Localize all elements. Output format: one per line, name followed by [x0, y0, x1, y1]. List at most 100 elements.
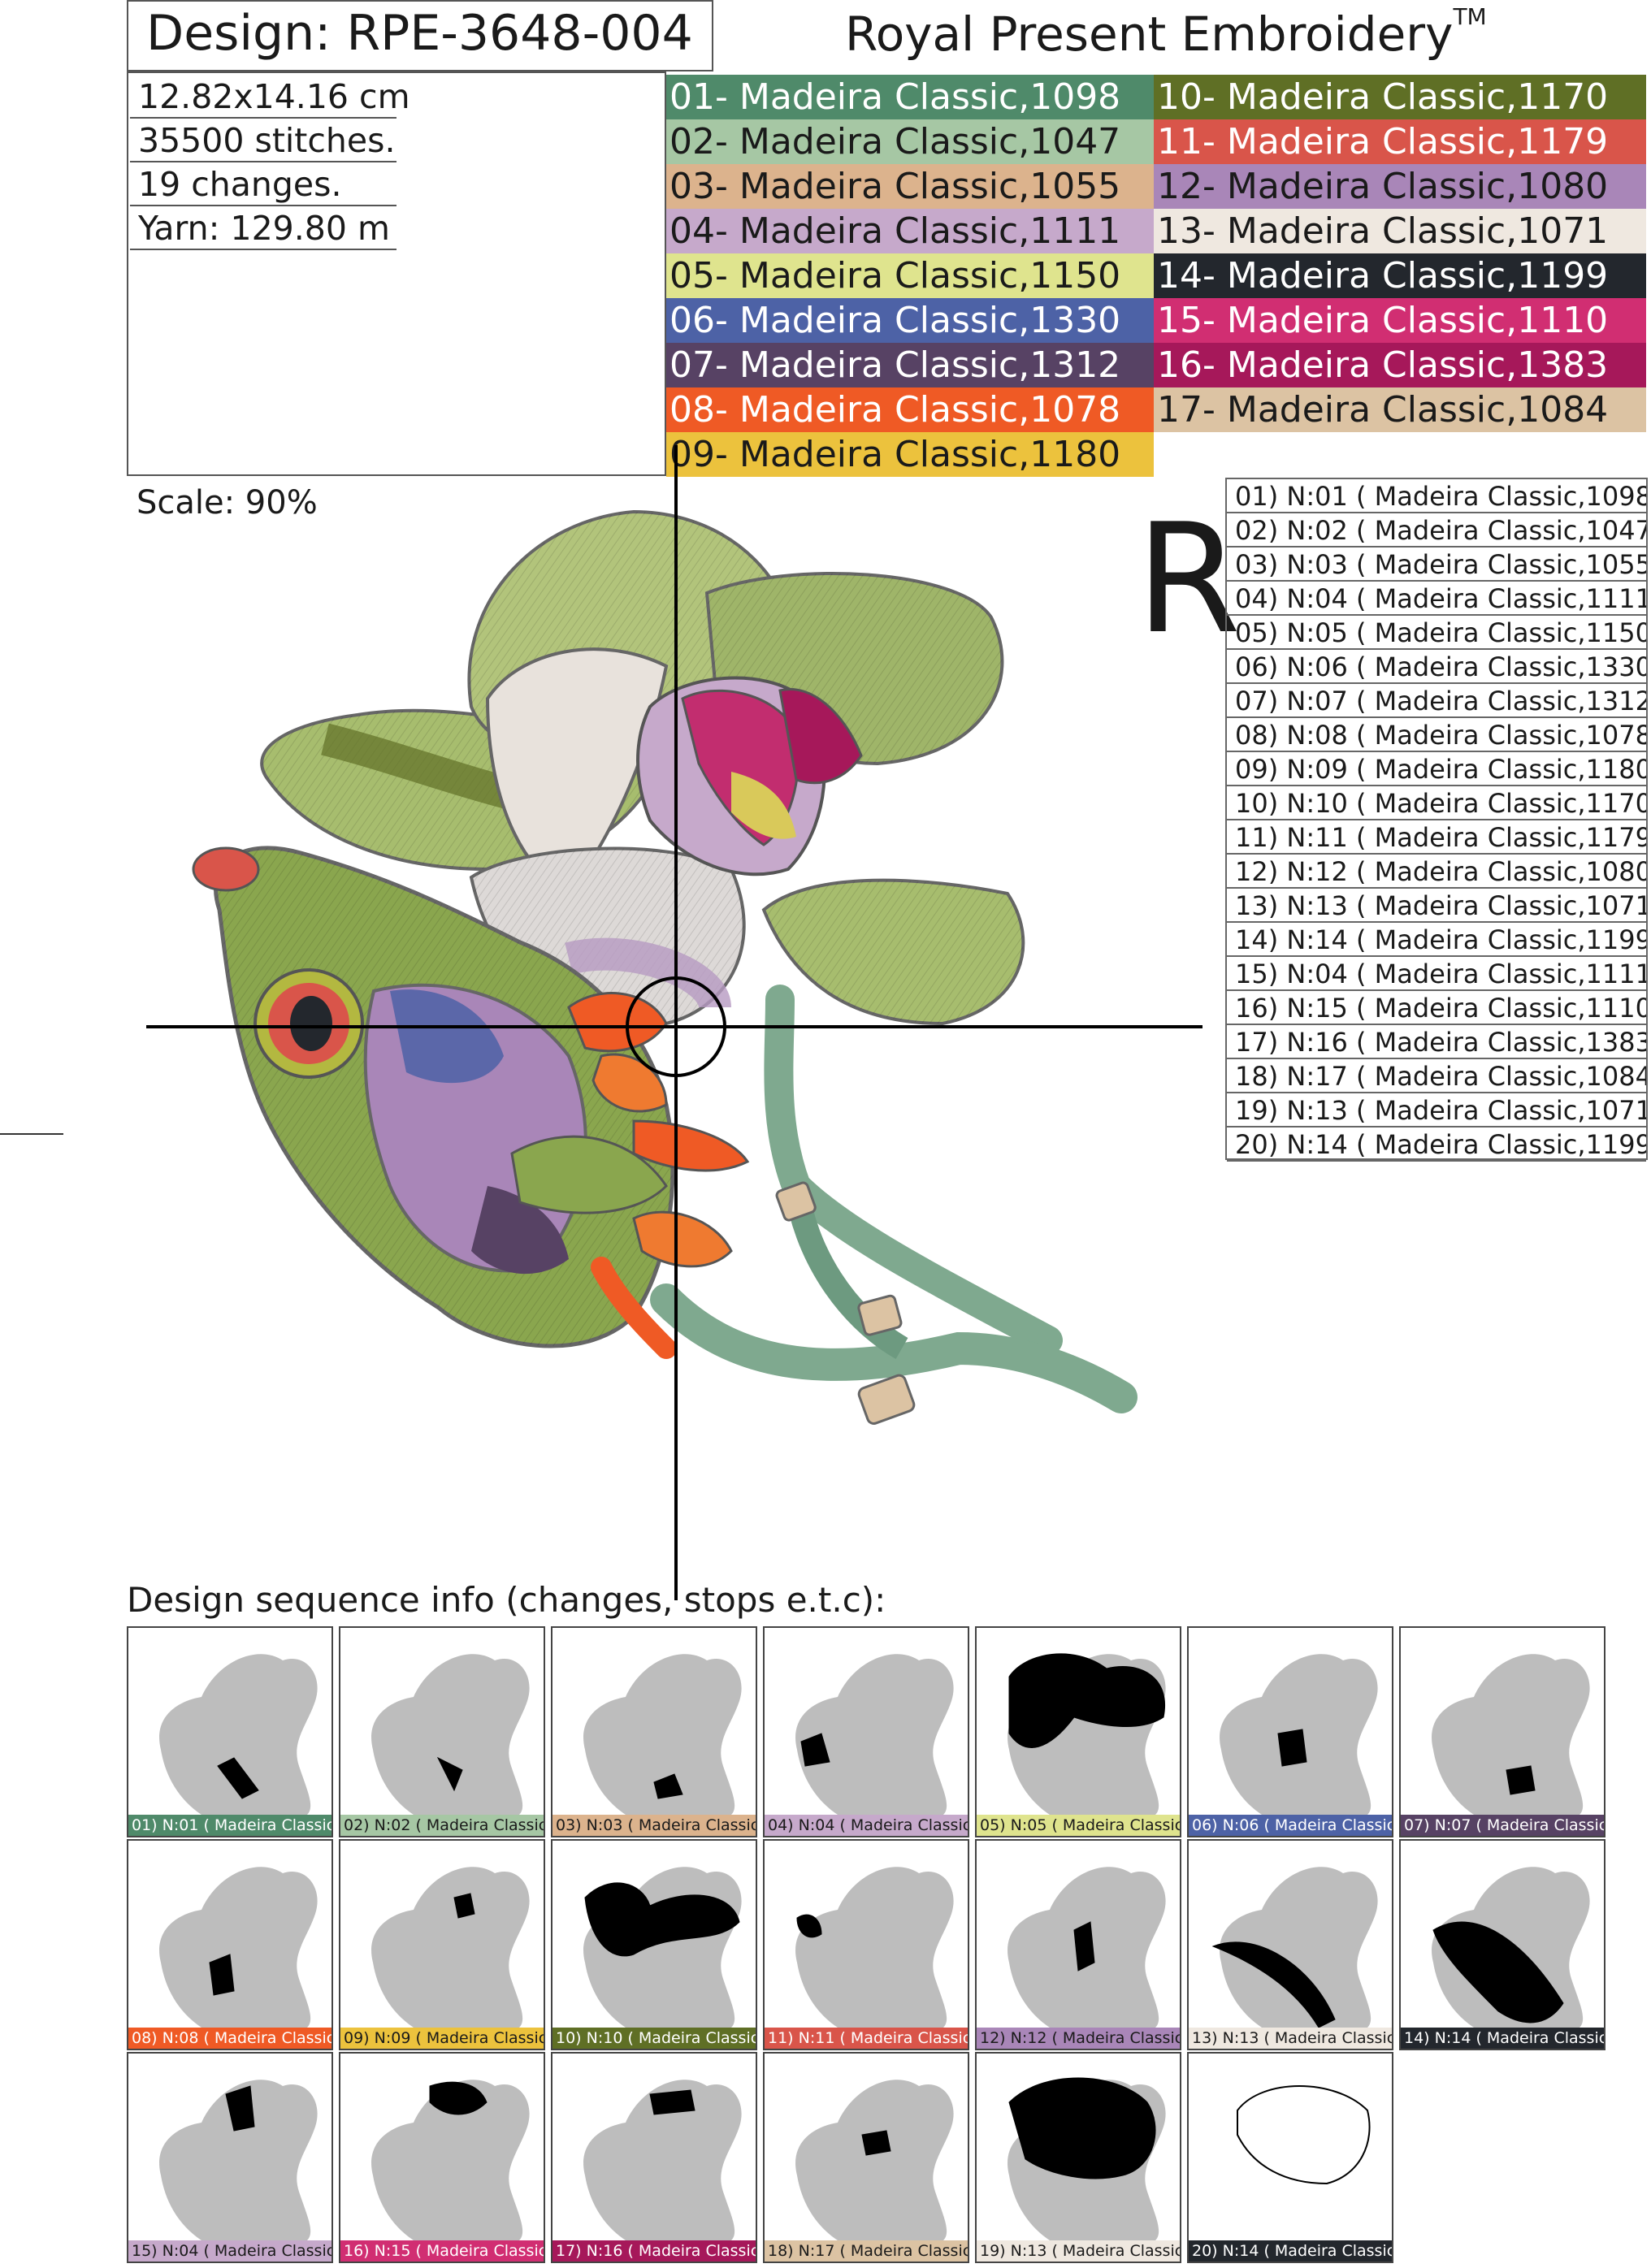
sequence-row: 02) N:02 ( Madeira Classic,1047) — [1227, 513, 1646, 548]
color-swatch: 07- Madeira Classic,1312 — [666, 343, 1154, 387]
brand-name: Royal Present EmbroideryTM — [845, 3, 1487, 62]
sequence-thumbnail: 19) N:13 ( Madeira Classic,1 — [975, 2052, 1181, 2263]
thumbnail-stitch-area — [225, 2085, 255, 2132]
color-swatch: 01- Madeira Classic,1098 — [666, 75, 1154, 119]
thumbnail-silhouette — [795, 1654, 954, 1815]
sequence-thumbnail: 12) N:12 ( Madeira Classic,1 — [975, 1839, 1181, 2050]
sequence-row: 20) N:14 ( Madeira Classic,1199) — [1227, 1128, 1646, 1162]
thumbnail-stitch-area — [217, 1757, 259, 1799]
thumbnail-caption: 11) N:11 ( Madeira Classic,11 — [765, 2028, 968, 2049]
thumbnail-silhouette — [1432, 1654, 1590, 1815]
sequence-thumbnail: 14) N:14 ( Madeira Classic,1 — [1399, 1839, 1606, 2050]
thumbnail-caption: 10) N:10 ( Madeira Classic, — [552, 2028, 756, 2049]
thumbnail-caption: 02) N:02 ( Madeira Classic — [340, 1815, 544, 1836]
thumbnail-caption: 08) N:08 ( Madeira Classic — [128, 2028, 332, 2049]
color-swatch: 08- Madeira Classic,1078 — [666, 387, 1154, 432]
thumbnail-silhouette — [795, 2080, 954, 2240]
color-swatch: 12- Madeira Classic,1080 — [1154, 164, 1646, 209]
sequence-row: 16) N:15 ( Madeira Classic,1110) — [1227, 991, 1646, 1025]
sequence-thumbnail: 03) N:03 ( Madeira Classic — [551, 1626, 757, 1837]
thumbnail-caption: 19) N:13 ( Madeira Classic,1 — [977, 2240, 1180, 2262]
sequence-row: 12) N:12 ( Madeira Classic,1080) — [1227, 855, 1646, 889]
thumbnail-stitch-area — [1073, 1921, 1095, 1972]
sequence-row: 03) N:03 ( Madeira Classic,1055) — [1227, 548, 1646, 582]
sequence-list: 01) N:01 ( Madeira Classic,1098)02) N:02… — [1225, 478, 1648, 1162]
thumbnail-stitch-area — [800, 1733, 830, 1767]
thumbnail-silhouette — [583, 2080, 742, 2240]
sequence-thumbnail: 16) N:15 ( Madeira Classic,1 — [339, 2052, 545, 2263]
crosshair-top — [674, 445, 678, 494]
sequence-thumbnail: 17) N:16 ( Madeira Classic,1 — [551, 2052, 757, 2263]
thumbnail-silhouette — [1008, 1867, 1166, 2028]
sequence-thumbnail: 07) N:07 ( Madeira Classic — [1399, 1626, 1606, 1837]
thumbnail-caption: 15) N:04 ( Madeira Classic — [128, 2240, 332, 2262]
sequence-row: 06) N:06 ( Madeira Classic,1330) — [1227, 650, 1646, 684]
color-swatch: 13- Madeira Classic,1071 — [1154, 209, 1646, 253]
sequence-row: 15) N:04 ( Madeira Classic,1111) — [1227, 957, 1646, 991]
thumbnail-silhouette — [159, 1654, 318, 1815]
sequence-thumbnail: 08) N:08 ( Madeira Classic — [127, 1839, 333, 2050]
thumbnail-caption: 05) N:05 ( Madeira Classic — [977, 1815, 1180, 1836]
thumbnail-stitch-area — [861, 2130, 891, 2156]
color-swatch: 09- Madeira Classic,1180 — [666, 432, 1154, 477]
color-swatch: 06- Madeira Classic,1330 — [666, 298, 1154, 343]
sequence-thumbnail: 01) N:01 ( Madeira Classic,1 — [127, 1626, 333, 1837]
thumbnail-stitch-area — [1008, 2077, 1156, 2179]
thumbnail-silhouette — [159, 2080, 318, 2240]
sequence-row: 13) N:13 ( Madeira Classic,1071) — [1227, 889, 1646, 923]
thumbnail-silhouette — [1008, 2077, 1166, 2240]
thumbnail-silhouette — [1220, 1654, 1378, 1815]
thumbnail-caption: 17) N:16 ( Madeira Classic,1 — [552, 2240, 756, 2262]
sequence-thumbnail: 10) N:10 ( Madeira Classic, — [551, 1839, 757, 2050]
thumbnail-caption: 06) N:06 ( Madeira Classic — [1189, 1815, 1392, 1836]
thumbnail-stitch-area — [1211, 1941, 1336, 2028]
thumbnail-caption: 20) N:14 ( Madeira Classic, — [1189, 2240, 1392, 2262]
sequence-thumbnail: 04) N:04 ( Madeira Classic — [763, 1626, 969, 1837]
thumbnail-stitch-area — [429, 2081, 488, 2115]
color-swatch: 14- Madeira Classic,1199 — [1154, 253, 1646, 298]
sequence-row: 14) N:14 ( Madeira Classic,1199) — [1227, 923, 1646, 957]
sequence-row: 18) N:17 ( Madeira Classic,1084) — [1227, 1059, 1646, 1093]
thumbnail-stitch-area — [1008, 1653, 1165, 1748]
sequence-thumbnail: 05) N:05 ( Madeira Classic — [975, 1626, 1181, 1837]
sequence-row: 19) N:13 ( Madeira Classic,1071) — [1227, 1093, 1646, 1128]
thumbnail-caption: 03) N:03 ( Madeira Classic — [552, 1815, 756, 1836]
spec-changes: 19 changes. — [130, 162, 396, 206]
trademark-mark: TM — [1453, 3, 1487, 30]
color-swatch: 16- Madeira Classic,1383 — [1154, 343, 1646, 387]
color-swatch: 15- Madeira Classic,1110 — [1154, 298, 1646, 343]
color-swatch: 04- Madeira Classic,1111 — [666, 209, 1154, 253]
thumbnail-stitch-area — [1506, 1765, 1536, 1795]
sequence-row: 04) N:04 ( Madeira Classic,1111) — [1227, 582, 1646, 616]
thumbnail-silhouette — [1432, 1867, 1590, 2028]
sequence-thumbnail: 20) N:14 ( Madeira Classic, — [1187, 2052, 1393, 2263]
thumbnail-silhouette — [159, 1867, 318, 2028]
spec-stitches: 35500 stitches. — [130, 119, 396, 162]
sequence-row: 09) N:09 ( Madeira Classic,1180) — [1227, 752, 1646, 786]
color-swatch: 17- Madeira Classic,1084 — [1154, 387, 1646, 432]
color-swatch: 03- Madeira Classic,1055 — [666, 164, 1154, 209]
sequence-row: 07) N:07 ( Madeira Classic,1312) — [1227, 684, 1646, 718]
embroidery-preview — [146, 487, 1202, 1600]
spec-panel — [127, 71, 666, 476]
thumbnail-stitch-area — [796, 1914, 822, 1938]
thumbnail-stitch-area — [584, 1882, 740, 1957]
thumbnail-silhouette — [1211, 1867, 1378, 2028]
thumbnail-caption: 14) N:14 ( Madeira Classic,1 — [1401, 2028, 1604, 2049]
brand-text: Royal Present Embroidery — [845, 6, 1454, 62]
thumbnail-silhouette — [371, 1654, 530, 1815]
sequence-row: 17) N:16 ( Madeira Classic,1383) — [1227, 1025, 1646, 1059]
sequence-thumbnail: 06) N:06 ( Madeira Classic — [1187, 1626, 1393, 1837]
sequence-thumbnail: 15) N:04 ( Madeira Classic — [127, 2052, 333, 2263]
thumbnail-stitch-area — [1432, 1921, 1564, 2023]
thumbnail-caption: 18) N:17 ( Madeira Classic,1 — [765, 2240, 968, 2262]
sequence-row: 05) N:05 ( Madeira Classic,1150) — [1227, 616, 1646, 650]
thumbnail-silhouette — [795, 1867, 954, 2028]
thumbnail-stitch-area — [436, 1756, 463, 1792]
sequence-row: 11) N:11 ( Madeira Classic,1179) — [1227, 820, 1646, 855]
thumbnail-silhouette — [371, 1867, 530, 2028]
thumbnail-stitch-area — [453, 1893, 475, 1919]
color-swatch: 10- Madeira Classic,1170 — [1154, 75, 1646, 119]
orientation-mark: R — [1136, 491, 1242, 667]
side-tick — [0, 1133, 63, 1135]
